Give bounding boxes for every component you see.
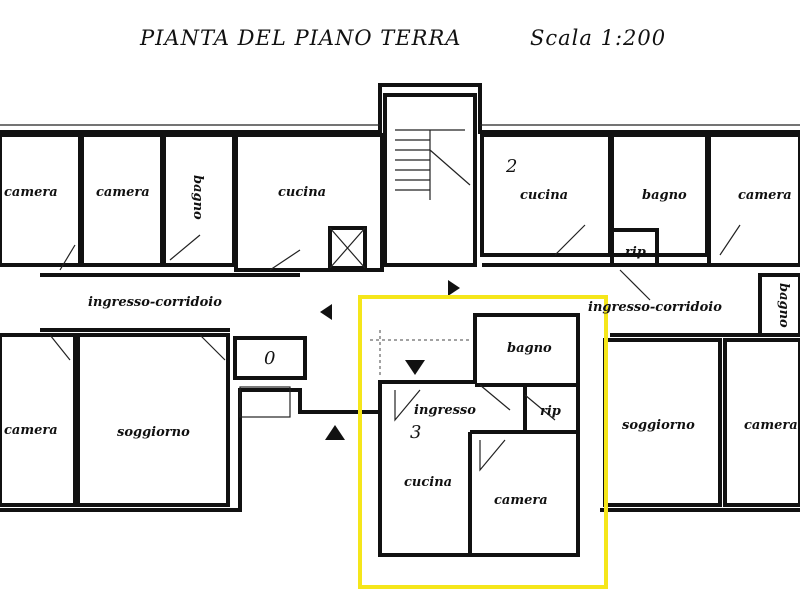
room-label: bagno [190, 175, 205, 220]
room-label: ingresso-corridoio [88, 295, 222, 310]
room-label: cucina [278, 185, 326, 200]
room-label: soggiorno [622, 418, 695, 433]
plan-scale: Scala 1:200 [530, 26, 666, 50]
arrow-right-icon [448, 280, 460, 296]
room-label: soggiorno [117, 425, 190, 440]
arrow-left-icon [320, 304, 332, 320]
room-label: cucina [404, 475, 452, 490]
room-label: ingresso-corridoio [588, 300, 722, 315]
unit-number: 3 [410, 422, 421, 443]
highlight-unit-3 [358, 295, 608, 589]
arrow-up-icon [325, 425, 345, 440]
room-label: camera [4, 423, 58, 438]
room-label: rip [540, 404, 561, 419]
arrow-down-icon [405, 360, 425, 375]
room-label: bagno [507, 341, 552, 356]
unit-number: 2 [505, 156, 517, 177]
room-label: ingresso [414, 403, 476, 418]
room-label: camera [4, 185, 58, 200]
room-label: bagno [642, 188, 687, 203]
room-labels: camera camera bagno cucina ingresso-corr… [4, 156, 798, 508]
walls [0, 83, 800, 557]
room-label: rip [625, 245, 646, 260]
room-label: camera [738, 188, 792, 203]
room-label: cucina [520, 188, 568, 203]
room-label: bagno [776, 283, 791, 328]
room-label: camera [96, 185, 150, 200]
room-label: camera [744, 418, 798, 433]
room-label: 0 [264, 348, 275, 369]
direction-arrows [320, 280, 460, 440]
room-label: camera [494, 493, 548, 508]
plan-title: PIANTA DEL PIANO TERRA [139, 26, 461, 50]
